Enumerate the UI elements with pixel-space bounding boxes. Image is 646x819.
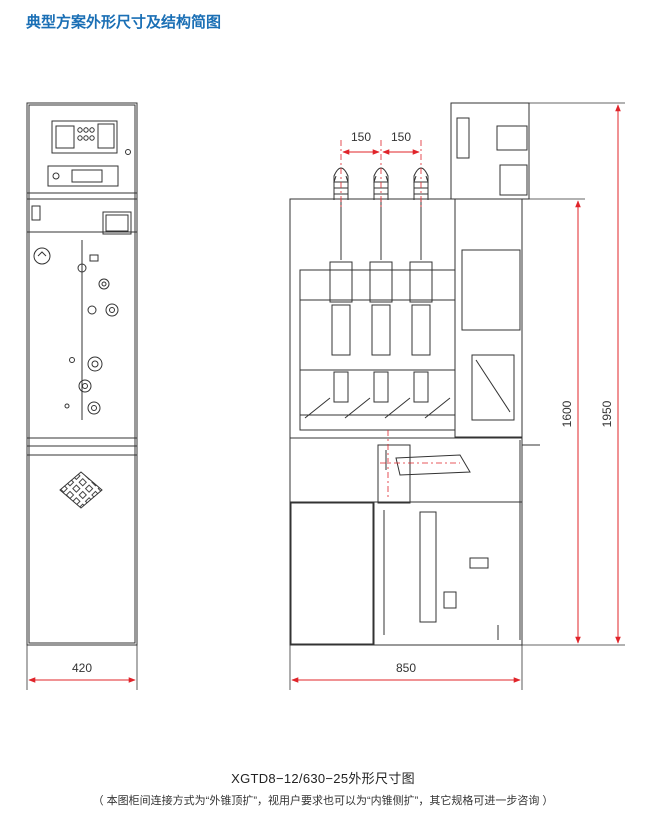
mimic-diagram [33, 240, 119, 420]
bushings [329, 167, 433, 403]
caption-model: XGTD8−12/630−25外形尺寸图 [231, 771, 415, 786]
front-width-dimension: 420 [26, 645, 138, 690]
side-depth-label: 850 [396, 661, 416, 675]
cabinet-height-label: 1600 [560, 400, 574, 427]
control-panel [31, 120, 131, 221]
bushing-phase-a [329, 167, 353, 403]
bushing-phase-b [369, 167, 393, 403]
caption-note: （ 本图柜间连接方式为“外锥顶扩”，视用户要求也可以为“内锥侧扩”，其它规格可进… [92, 795, 554, 807]
bushing-phase-c [409, 167, 433, 403]
bushing-spacing-dimension: 150 150 [342, 130, 420, 155]
bushing-spacing-label-2: 150 [391, 130, 411, 144]
side-view [289, 102, 540, 646]
height-dimensions: 1600 1950 [522, 102, 625, 646]
vent-grille [59, 471, 103, 509]
page-title: 典型方案外形尺寸及结构简图 [26, 14, 222, 31]
total-height-label: 1950 [600, 400, 614, 427]
center-lines [340, 140, 460, 500]
front-view [26, 102, 138, 646]
bushing-spacing-label-1: 150 [351, 130, 371, 144]
side-depth-dimension: 850 [289, 645, 523, 690]
front-width-label: 420 [72, 661, 92, 675]
